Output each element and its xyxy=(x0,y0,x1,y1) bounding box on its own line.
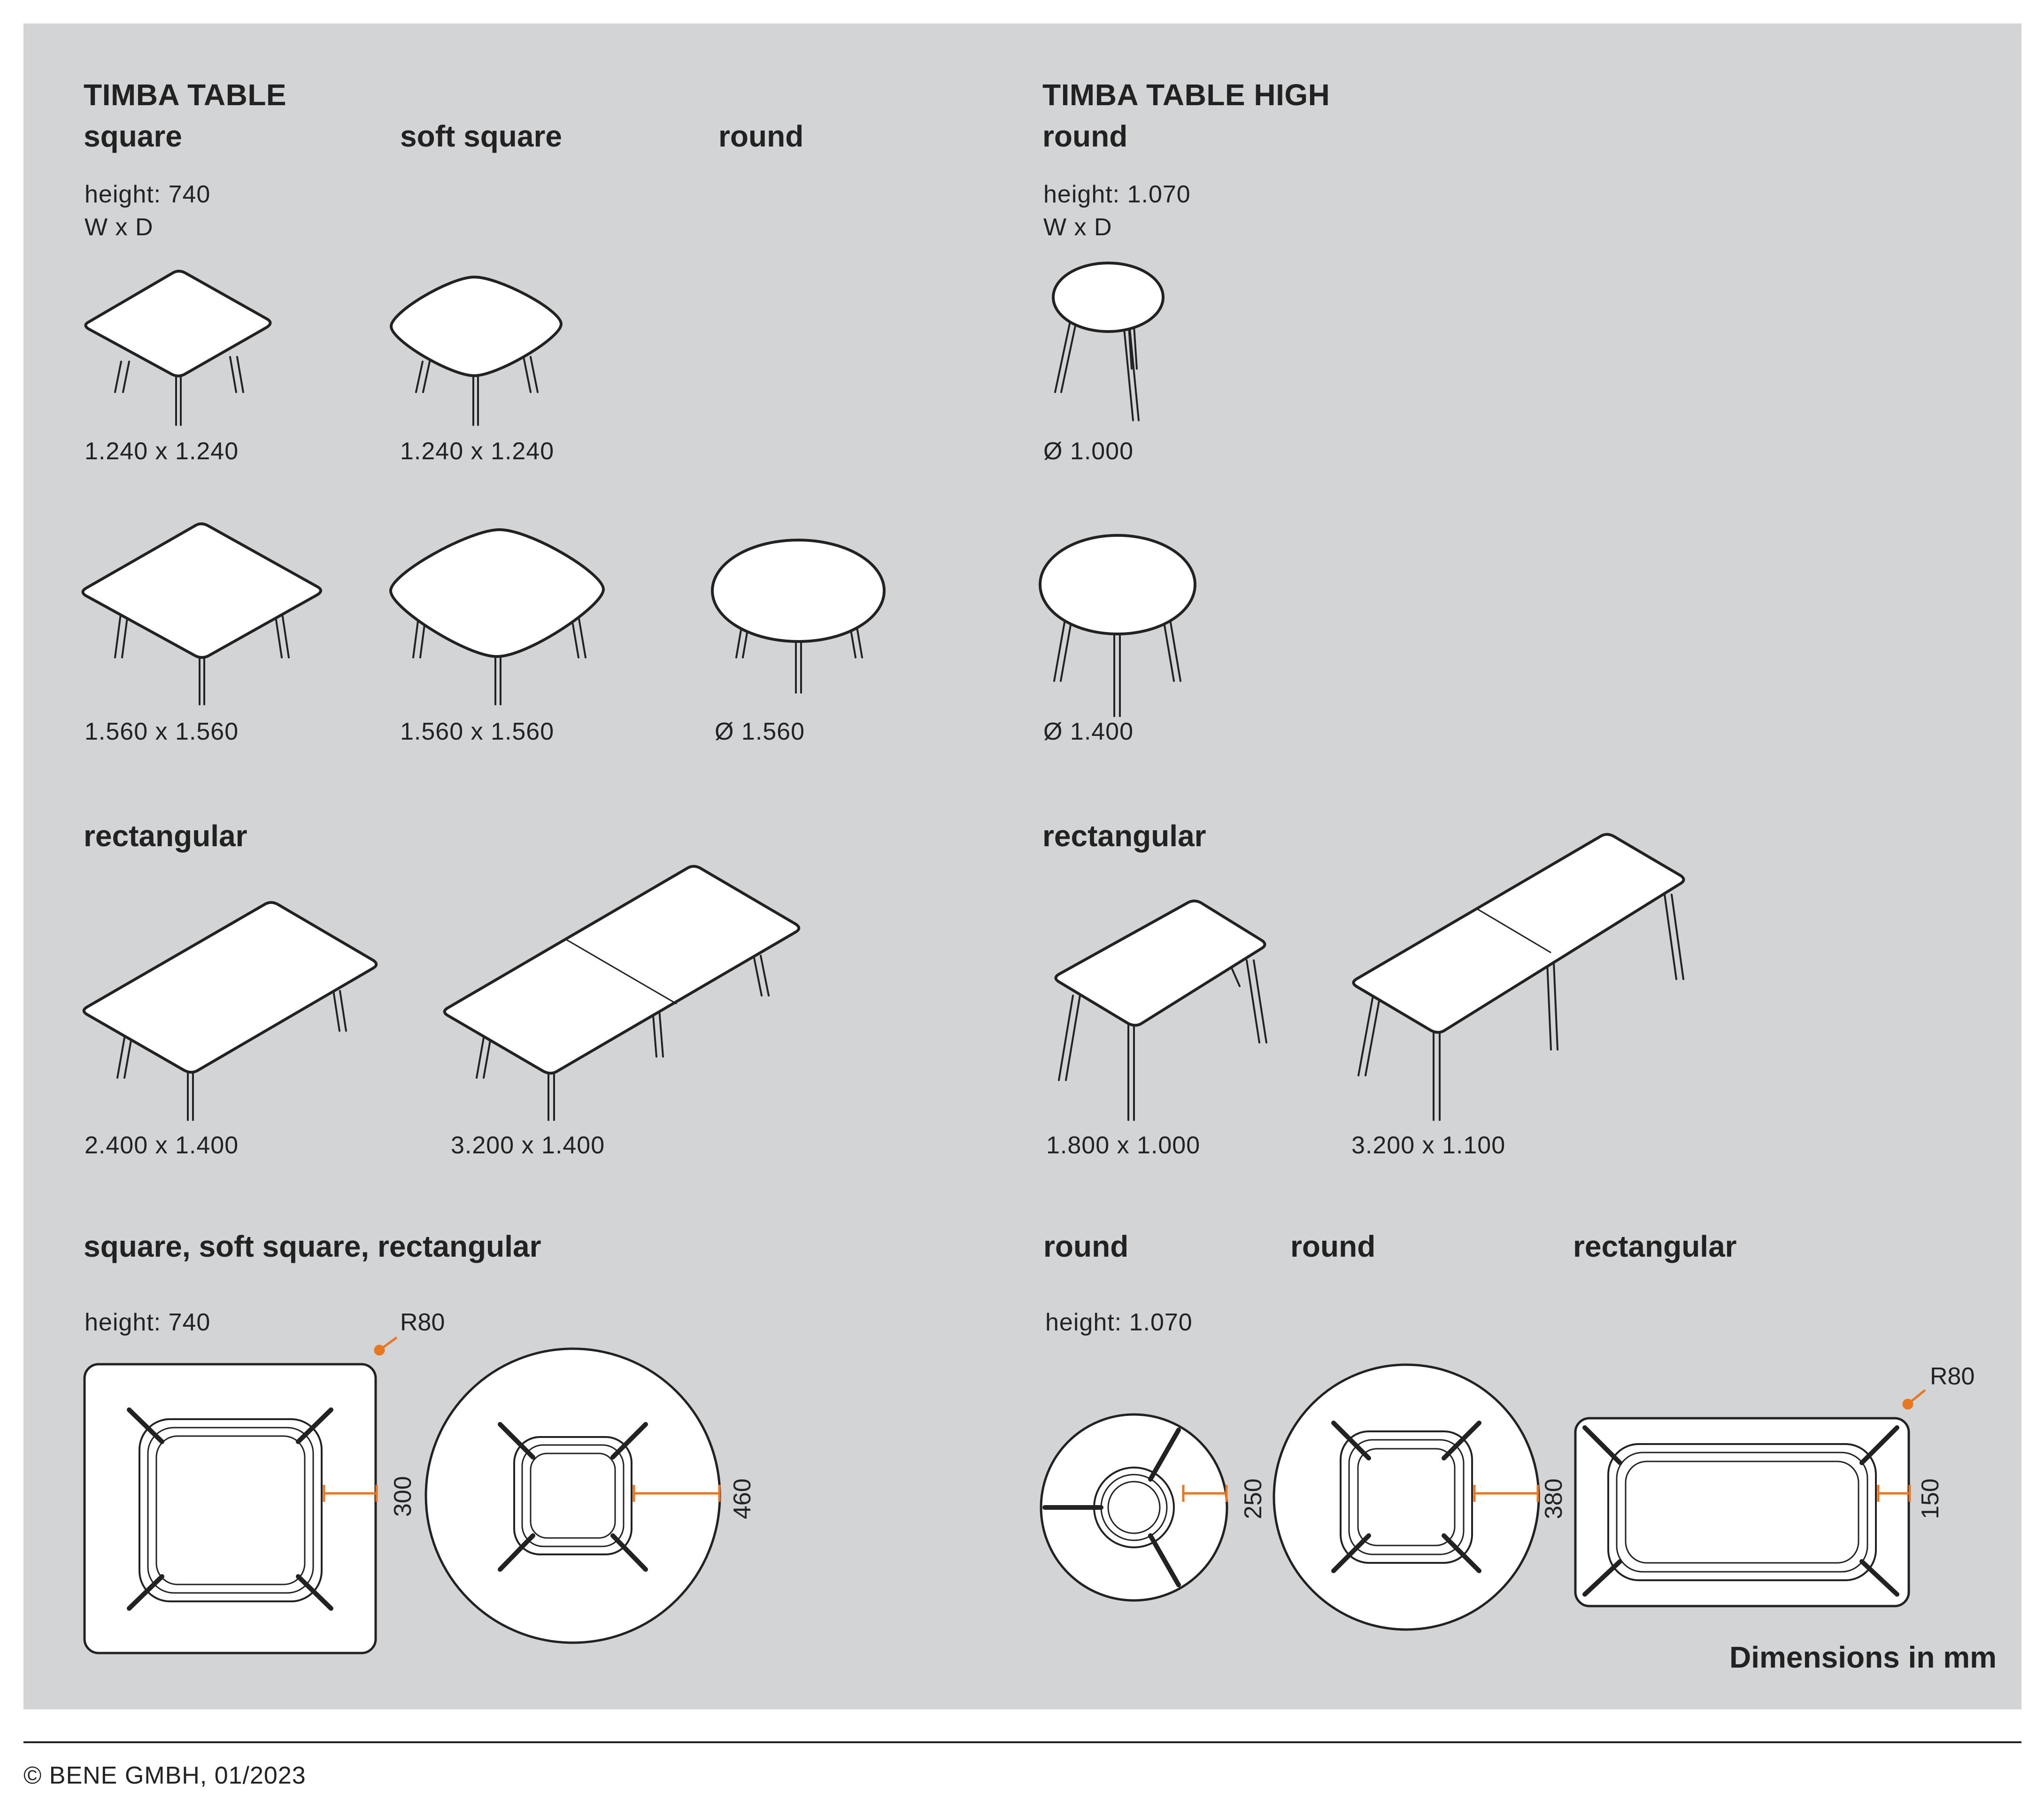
right-bottom-label-a: round xyxy=(1043,1229,1129,1263)
right-wxd: W x D xyxy=(1043,214,1112,241)
left-rect-label: rectangular xyxy=(84,819,247,853)
dimensions-note: Dimensions in mm xyxy=(1729,1640,1997,1674)
right-bottom-label-b: round xyxy=(1290,1229,1376,1263)
left-height: height: 740 xyxy=(85,181,211,208)
size-square-2: 1.560 x 1.560 xyxy=(85,718,239,745)
right-height: height: 1.070 xyxy=(1043,181,1191,208)
left-radius-label: R80 xyxy=(400,1309,445,1336)
size-soft-square-1: 1.240 x 1.240 xyxy=(400,438,555,465)
right-title: TIMBA TABLE HIGH xyxy=(1042,78,1330,112)
dim-300: 300 xyxy=(389,1476,417,1517)
size-square-1: 1.240 x 1.240 xyxy=(85,438,239,465)
right-radius-label: R80 xyxy=(1930,1363,1975,1390)
size-round-2: Ø 1.560 xyxy=(715,718,805,745)
size-rect-2: 3.200 x 1.400 xyxy=(451,1132,605,1159)
left-bottom-label: square, soft square, rectangular xyxy=(84,1229,541,1263)
left-title: TIMBA TABLE xyxy=(84,78,287,112)
label-round: round xyxy=(718,119,804,153)
size-high-round-1: Ø 1.000 xyxy=(1043,438,1134,465)
right-rect-label: rectangular xyxy=(1042,819,1206,853)
dim-460: 460 xyxy=(729,1478,756,1519)
size-soft-square-2: 1.560 x 1.560 xyxy=(400,718,555,745)
right-round-label: round xyxy=(1042,119,1128,153)
size-high-rect-2: 3.200 x 1.100 xyxy=(1351,1132,1506,1159)
right-bottom-label-c: rectangular xyxy=(1573,1229,1737,1263)
dim-150: 150 xyxy=(1917,1478,1944,1519)
size-rect-1: 2.400 x 1.400 xyxy=(85,1132,239,1159)
right-bottom-height: height: 1.070 xyxy=(1045,1309,1193,1336)
label-soft-square: soft square xyxy=(400,119,562,153)
dim-380: 380 xyxy=(1540,1478,1567,1519)
left-bottom-height: height: 740 xyxy=(85,1309,211,1336)
size-high-round-2: Ø 1.400 xyxy=(1043,718,1134,745)
label-square: square xyxy=(84,119,182,153)
dim-250: 250 xyxy=(1240,1478,1267,1519)
footer-divider xyxy=(23,1741,2021,1743)
spec-panel xyxy=(23,23,2021,1709)
size-high-rect-1: 1.800 x 1.000 xyxy=(1046,1132,1201,1159)
footer-copyright: © BENE GMBH, 01/2023 xyxy=(23,1762,306,1789)
left-wxd: W x D xyxy=(85,214,154,241)
